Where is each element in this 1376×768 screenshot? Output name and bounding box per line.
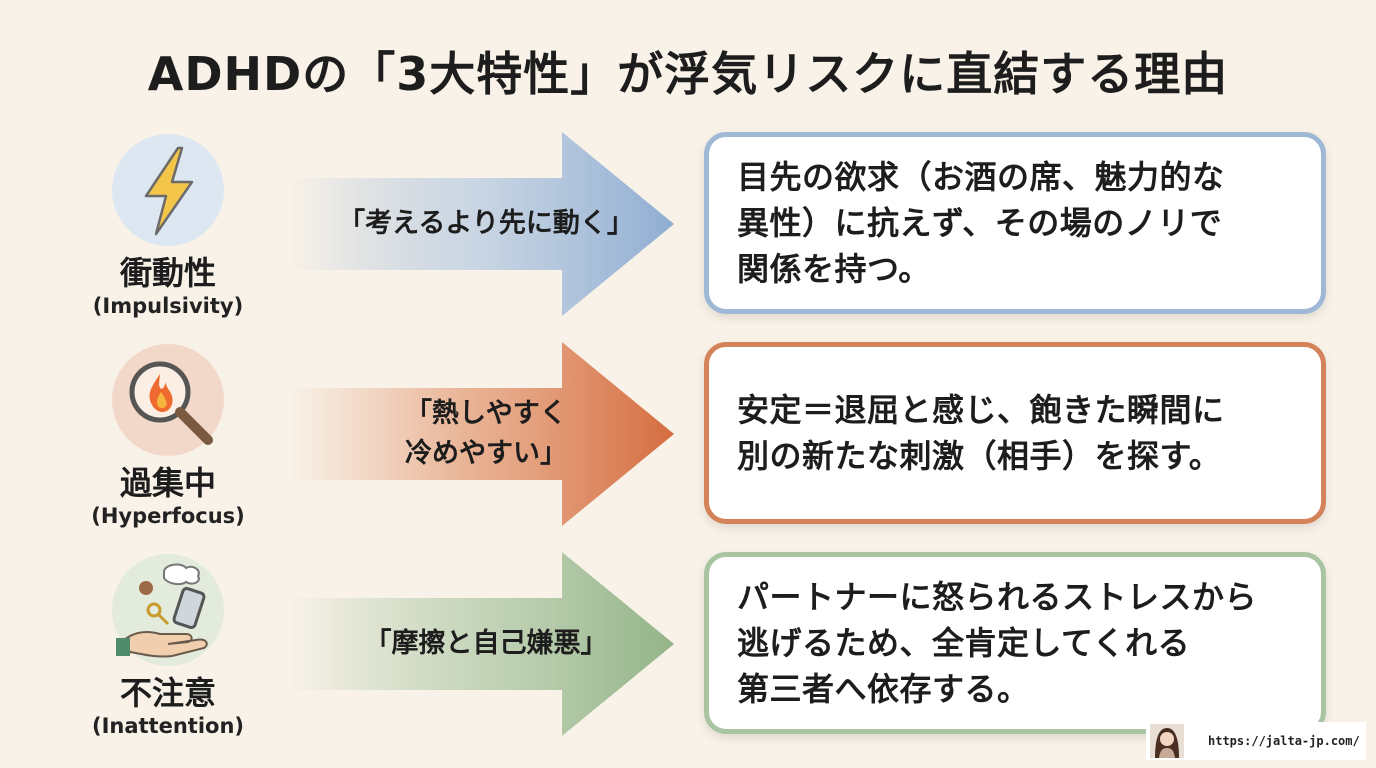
arrow-shape — [290, 342, 682, 526]
slogan: 「摩擦と自己嫌悪」 — [364, 627, 608, 659]
avatar-icon — [1150, 724, 1184, 758]
trait-name: 不注意 — [119, 674, 216, 712]
trait-name: 衝動性 — [119, 254, 216, 292]
magnifier-flame-icon — [112, 344, 224, 456]
slogan: 「熱しやすく 冷めやすい」 — [405, 397, 567, 470]
slogan: 「考えるより先に動く」 — [338, 207, 634, 239]
dropped-items-hand-icon — [112, 554, 224, 666]
description-text: パートナーに怒られるストレスから 逃げるため、全肯定してくれる 第三者へ依存する… — [737, 577, 1258, 709]
description-card: 安定＝退屈と感じ、飽きた瞬間に 別の新たな刺激（相手）を探す。 — [704, 342, 1326, 524]
arrow-shape — [290, 552, 682, 736]
trait-row-inattention: 不注意 (Inattention) 「摩擦と自己嫌悪」 パートナーに怒られるスト… — [0, 548, 1376, 748]
trait-name-english: (Hyperfocus) — [91, 504, 245, 528]
site-footer: https://jalta-jp.com/ — [1146, 722, 1366, 760]
description-card: パートナーに怒られるストレスから 逃げるため、全肯定してくれる 第三者へ依存する… — [704, 552, 1326, 734]
lightning-icon — [112, 134, 224, 246]
trait-name: 過集中 — [119, 464, 216, 502]
trait-name-english: (Impulsivity) — [92, 294, 244, 318]
trait-row-impulsivity: 衝動性 (Impulsivity) 「考えるより先に動く」 目先の欲求（お酒の席… — [0, 128, 1376, 328]
description-text: 目先の欲求（お酒の席、魅力的な 異性）に抗えず、その場のノリで 関係を持つ。 — [737, 157, 1225, 289]
page-title: ADHDの「3大特性」が浮気リスクに直結する理由 — [147, 47, 1229, 101]
arrow-shape — [290, 132, 682, 316]
description-card: 目先の欲求（お酒の席、魅力的な 異性）に抗えず、その場のノリで 関係を持つ。 — [704, 132, 1326, 314]
trait-name-english: (Inattention) — [91, 714, 244, 738]
site-url[interactable]: https://jalta-jp.com/ — [1208, 734, 1360, 748]
trait-row-hyperfocus: 過集中 (Hyperfocus) 「熱しやすく 冷めやすい」 安定＝退屈と感じ、… — [0, 338, 1376, 538]
description-text: 安定＝退屈と感じ、飽きた瞬間に 別の新たな刺激（相手）を探す。 — [737, 390, 1225, 475]
